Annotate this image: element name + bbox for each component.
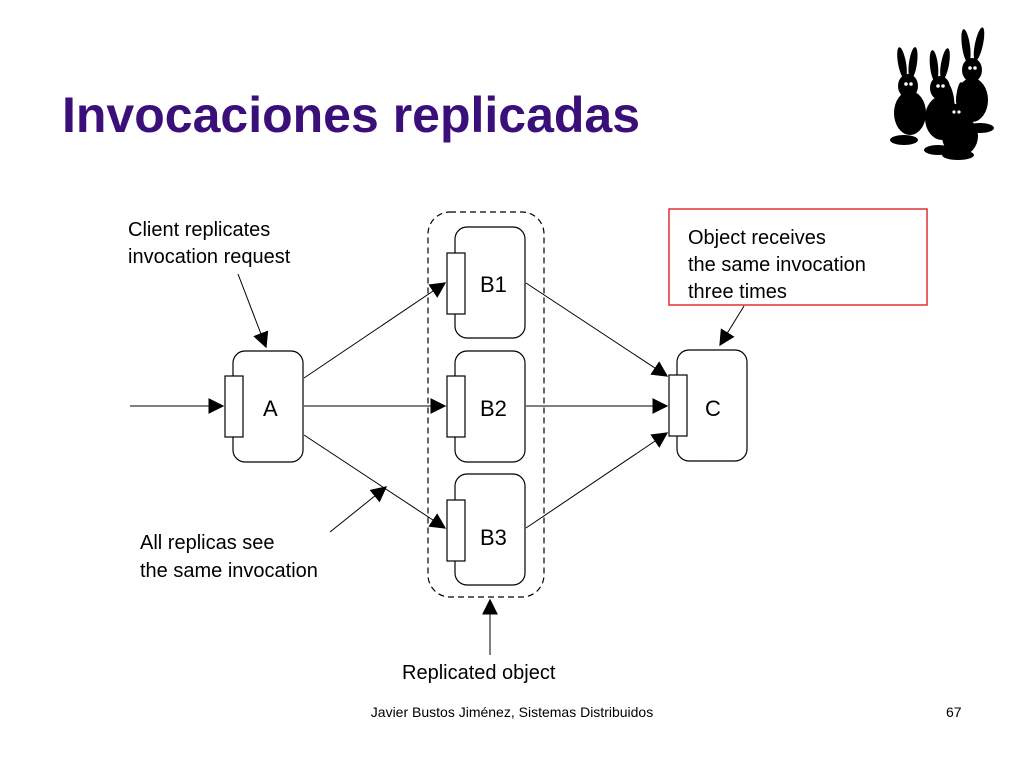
callout-object-line-2: the same invocation bbox=[688, 254, 866, 276]
pointer-object-callout bbox=[719, 305, 745, 347]
node-b3-label: B3 bbox=[480, 525, 507, 550]
arrow-a-to-b1 bbox=[303, 282, 447, 379]
node-b1-port bbox=[446, 252, 466, 315]
slide-footer: Javier Bustos Jiménez, Sistemas Distribu… bbox=[370, 704, 654, 720]
callout-replicas-line-2: the same invocation bbox=[140, 560, 318, 582]
page-number: 67 bbox=[946, 704, 962, 720]
rabbits-clipart-icon bbox=[890, 27, 994, 160]
node-b2: B2 bbox=[446, 350, 526, 463]
callout-replicas-line-1: All replicas see bbox=[140, 532, 275, 554]
callout-replicated-object: Replicated object bbox=[402, 662, 556, 684]
arrow-a-to-b3 bbox=[303, 434, 447, 529]
callout-replicas: All replicas see the same invocation bbox=[140, 532, 318, 582]
callout-object-box bbox=[668, 208, 928, 306]
pointer-client-callout bbox=[237, 273, 269, 349]
node-a: A bbox=[224, 350, 304, 463]
node-b3-port bbox=[446, 499, 466, 562]
node-c-port bbox=[668, 374, 688, 437]
node-c-label: C bbox=[705, 396, 721, 421]
callout-client-line-1: Client replicates bbox=[128, 219, 270, 241]
replicated-object-group bbox=[427, 211, 545, 598]
node-b2-label: B2 bbox=[480, 396, 507, 421]
callout-client-line-2: invocation request bbox=[128, 246, 291, 268]
slide-title: Invocaciones replicadas bbox=[62, 87, 641, 143]
node-b2-port bbox=[446, 375, 466, 438]
node-b1-label: B1 bbox=[480, 272, 507, 297]
callout-client: Client replicates invocation request bbox=[128, 219, 291, 268]
node-c: C bbox=[668, 349, 748, 462]
node-b3: B3 bbox=[446, 473, 526, 586]
callout-object: Object receives the same invocation thre… bbox=[668, 208, 928, 306]
callout-object-line-3: three times bbox=[688, 281, 787, 303]
node-a-port bbox=[224, 375, 244, 438]
arrow-b1-to-c bbox=[525, 282, 669, 377]
node-b1: B1 bbox=[446, 226, 526, 339]
pointer-replicas-callout bbox=[329, 486, 388, 533]
node-a-label: A bbox=[263, 396, 278, 421]
arrow-b3-to-c bbox=[525, 432, 669, 529]
callout-object-line-1: Object receives bbox=[688, 227, 826, 249]
